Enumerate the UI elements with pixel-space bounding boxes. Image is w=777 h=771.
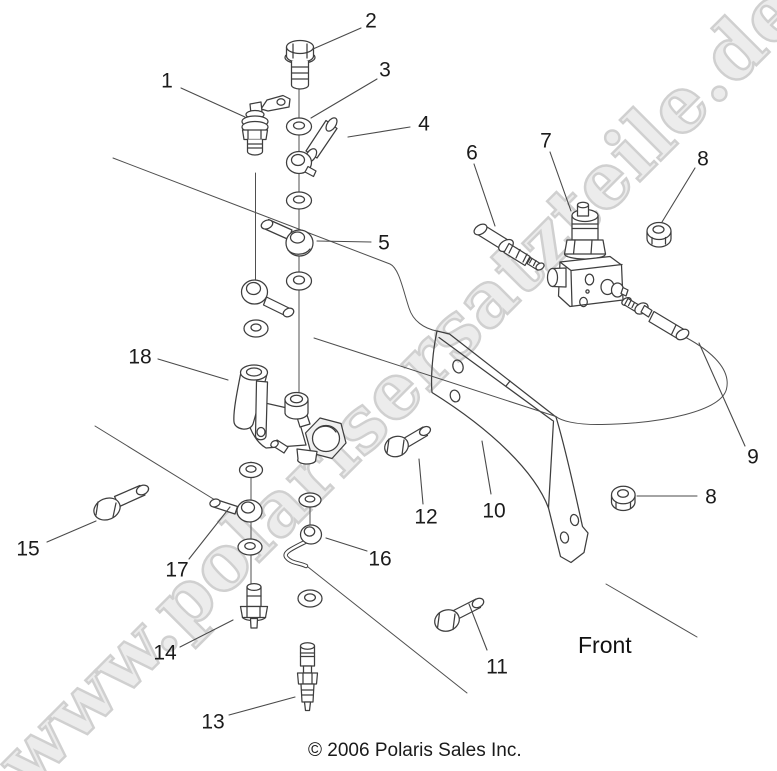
callout-label-18: 18 (128, 346, 151, 369)
callout-label-2: 2 (365, 10, 377, 33)
callout-leader-5 (316, 240, 372, 243)
part-17-banjo-fitting (209, 498, 263, 523)
callout-label-10: 10 (482, 500, 505, 523)
front-label: Front (578, 632, 632, 658)
callout-leader-17 (188, 506, 231, 560)
valve-body (557, 255, 624, 308)
callout-label-15: 15 (16, 538, 39, 561)
part-6-coupler (473, 223, 545, 271)
callout-label-16: 16 (368, 548, 391, 571)
callout-label-14: 14 (153, 642, 177, 665)
callout-leader-8a (661, 167, 696, 223)
callout-label-11: 11 (486, 656, 508, 679)
part-14-bleeder-screw (239, 582, 269, 629)
washer-lower-right (297, 589, 323, 608)
banjo-fitting-upper (240, 279, 295, 318)
callout-leader-14 (179, 619, 234, 648)
washer-above-cylinder (243, 319, 269, 338)
callout-leader-9 (698, 342, 746, 447)
callout-leader-4 (347, 126, 411, 138)
washer-below-cylinder-right (298, 492, 322, 508)
switch-lever (260, 94, 291, 112)
bracket-arm-edge (547, 420, 555, 509)
washer-upper (285, 191, 313, 210)
callout-leader-11 (468, 603, 488, 651)
front-direction-line (605, 583, 698, 638)
hose-routing-line (313, 336, 728, 426)
callout-label-17: 17 (165, 559, 188, 582)
callout-label-4: 4 (418, 113, 430, 136)
bracket-fold-edge (438, 336, 554, 422)
part-3-washer (285, 117, 313, 136)
part-10-mounting-bracket (430, 330, 589, 564)
bracket-hole-upper (452, 359, 464, 374)
part-5-banjo-bolt (260, 218, 314, 257)
part-7-valve-assembly (546, 201, 629, 308)
part-1-switch (241, 94, 291, 156)
brake-line-extension (307, 566, 468, 694)
callout-label-8b: 8 (705, 486, 717, 509)
clamp-tab (254, 380, 269, 441)
washer-lower-left (237, 538, 263, 556)
part-18-master-cylinder (233, 364, 347, 465)
part-9-brake-hose (313, 297, 728, 426)
part-8-nut-lower (610, 485, 636, 512)
callout-leader-13 (228, 696, 296, 716)
bracket-hole-lower (449, 389, 461, 403)
callout-label-9: 9 (747, 446, 759, 469)
part-4-fitting (285, 117, 338, 178)
callout-label-3: 3 (379, 59, 391, 82)
part-16-brake-pipe (283, 524, 323, 569)
alignment-line-upper (112, 157, 438, 332)
bracket-foot-hole-lower (559, 531, 570, 544)
copyright-text: © 2006 Polaris Sales Inc. (308, 740, 522, 761)
callout-label-12: 12 (414, 506, 437, 529)
part-11-bolt (434, 597, 485, 632)
callout-label-1: 1 (161, 70, 173, 93)
part-2-cap (284, 39, 316, 90)
callout-label-6: 6 (466, 142, 478, 165)
callout-leader-1 (180, 87, 246, 118)
callout-label-5: 5 (378, 232, 390, 255)
callout-label-8a: 8 (697, 148, 709, 171)
bracket-foot-hole-upper (569, 513, 580, 527)
callout-leader-16 (325, 537, 368, 552)
callout-leader-12 (418, 458, 424, 505)
callout-label-13: 13 (201, 711, 224, 734)
callout-label-7: 7 (540, 130, 552, 153)
part-13-valve (296, 642, 319, 712)
alignment-line-left (94, 425, 229, 509)
callout-leader-15 (46, 520, 97, 543)
callout-leader-2 (312, 27, 362, 50)
part-12-bolt (384, 425, 432, 458)
part-8-nut-upper (646, 221, 672, 248)
construction-lines (94, 88, 698, 694)
washer-below-cylinder-left (238, 461, 264, 479)
callout-leader-6 (473, 163, 496, 227)
callout-leader-7 (549, 151, 572, 212)
callout-leader-18 (157, 358, 229, 381)
washer-mid (285, 271, 313, 291)
callout-leader-10 (481, 440, 492, 495)
part-15-bolt (93, 484, 150, 521)
callout-leader-3 (310, 78, 378, 119)
